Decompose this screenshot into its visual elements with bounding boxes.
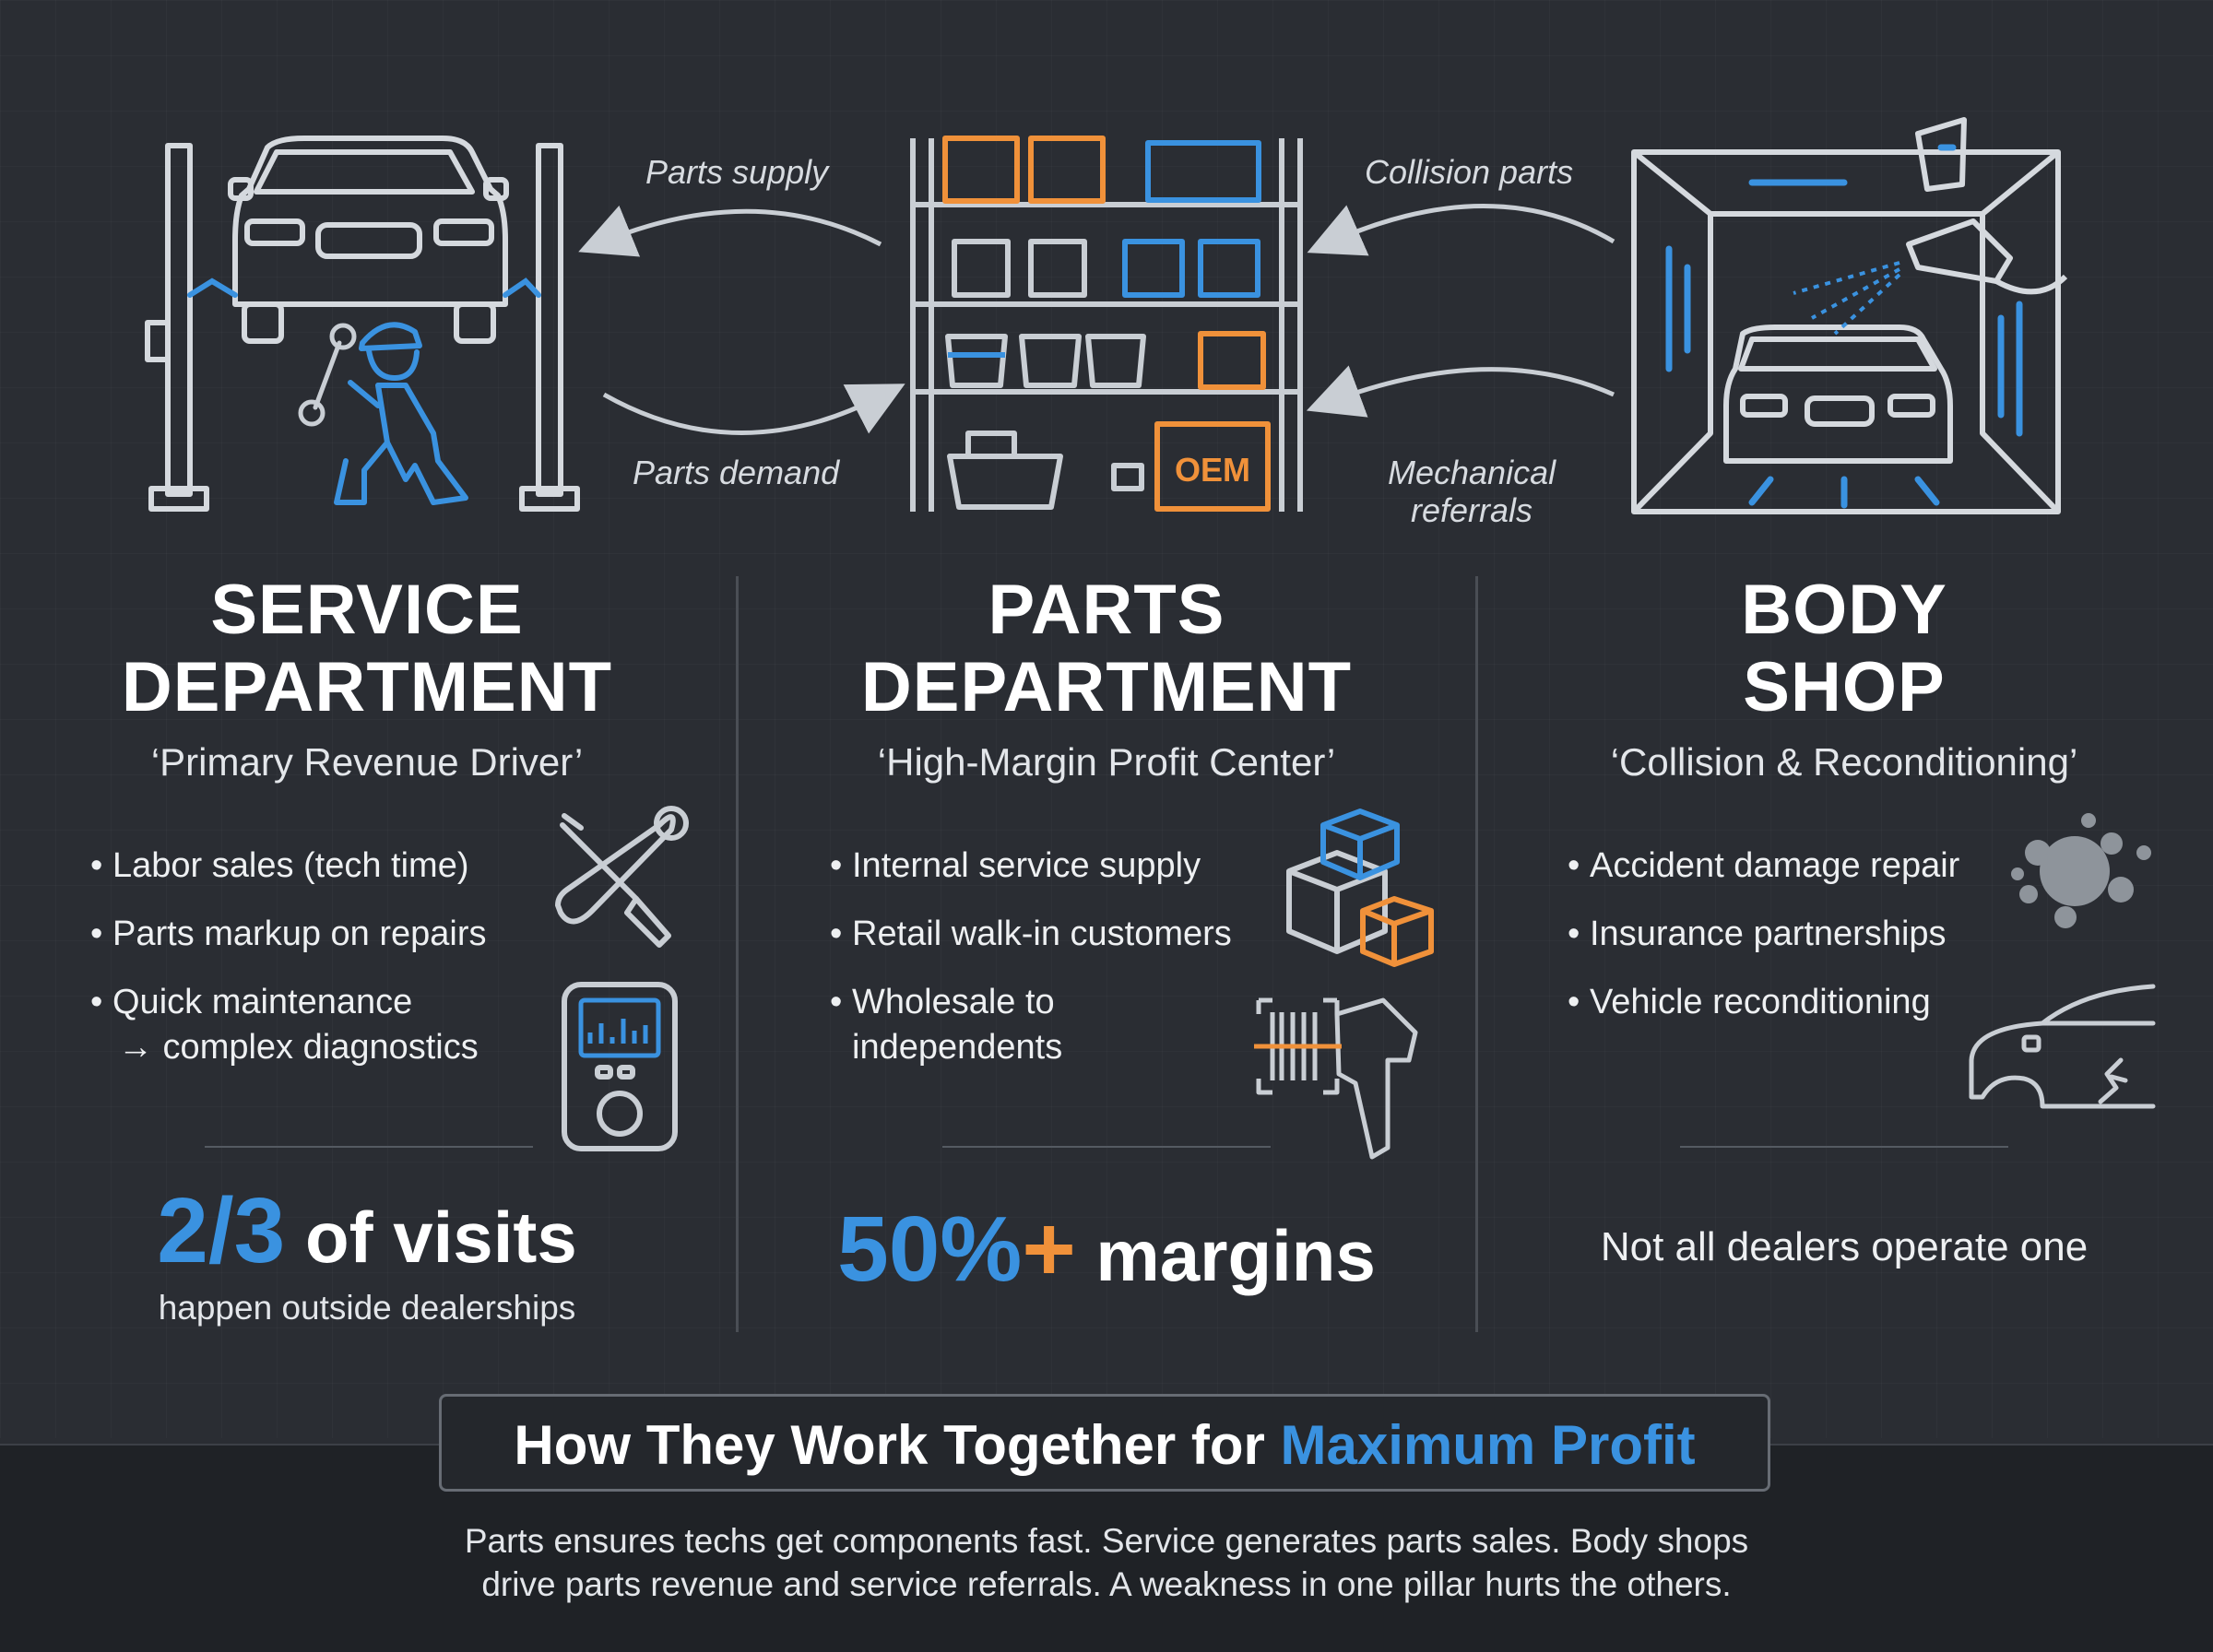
scanner-screen [578, 997, 661, 1058]
parts-bullet-3: Wholesale to [830, 980, 1232, 1024]
parts-supply-arrow [578, 205, 882, 257]
blue-box-icon [1320, 808, 1400, 880]
service-bullet-2: Parts markup on repairs [90, 912, 487, 956]
oem-label: OEM [1175, 451, 1250, 489]
parts-title-2: DEPARTMENT [860, 648, 1353, 726]
service-stat-caption: happen outside dealerships [158, 1289, 576, 1327]
mechanic-icon [334, 322, 468, 505]
body-title-2: SHOP [1743, 648, 1946, 726]
summary-text: Parts ensures techs get components fast.… [277, 1519, 1936, 1606]
summary-text-line-2: drive parts revenue and service referral… [481, 1565, 1732, 1603]
parts-bullet-3-cont: independents [852, 1028, 1063, 1067]
orange-box-icon [1360, 896, 1434, 967]
service-bullet-3-cont: → complex diagnostics [118, 1028, 479, 1067]
wrench-screwdriver-icon [555, 806, 689, 948]
wrench-small-icon [298, 323, 357, 427]
parts-rule [942, 1146, 1271, 1148]
service-subtitle: ‘Primary Revenue Driver’ [150, 740, 584, 784]
service-bullet-1: Labor sales (tech time) [90, 844, 487, 888]
body-bullet-3: Vehicle reconditioning [1568, 980, 1959, 1024]
diagnostic-scanner-icon [562, 982, 678, 1151]
parts-stat-rest: margins [1075, 1215, 1376, 1296]
summary-title-box: How They Work Together for Maximum Profi… [439, 1394, 1770, 1492]
service-column-header: SERVICE DEPARTMENT ‘Primary Revenue Driv… [17, 572, 717, 785]
parts-bullet-2: Retail walk-in customers [830, 912, 1232, 956]
body-title-1: BODY [1741, 571, 1947, 649]
blueprint-background [0, 0, 2213, 1438]
barcode-scanner-icon [1256, 997, 1418, 1160]
summary-text-line-1: Parts ensures techs get components fast.… [464, 1522, 1749, 1560]
body-stat: Not all dealers operate one [1600, 1224, 2089, 1269]
column-divider-1 [736, 576, 739, 1332]
mechanical-referrals-arrow [1306, 365, 1615, 418]
service-stat-fraction: 2/3 [157, 1179, 286, 1282]
damaged-car-icon [1969, 984, 2156, 1109]
service-stat-rest: of visits [285, 1197, 577, 1278]
service-stat: 2/3 of visits [17, 1180, 717, 1309]
blue-boxes [948, 140, 1261, 358]
summary-title-plain: How They Work Together for [514, 1414, 1281, 1476]
spray-dots [1793, 261, 1901, 336]
paint-splat-icon [2011, 813, 2151, 928]
body-bullet-2: Insurance partnerships [1568, 912, 1959, 956]
service-bullet-3: Quick maintenance [90, 980, 487, 1024]
body-bullet-1: Accident damage repair [1568, 844, 1959, 888]
parts-supply-label: Parts supply [645, 153, 829, 191]
column-divider-2 [1475, 576, 1478, 1332]
body-column-header: BODY SHOP ‘Collision & Reconditioning’ [1494, 572, 2195, 785]
body-subtitle: ‘Collision & Reconditioning’ [1610, 740, 2078, 784]
parts-demand-arrow [602, 384, 905, 435]
mechanical-referrals-label-2: referrals [1411, 491, 1533, 529]
service-rule [205, 1146, 533, 1148]
parts-stat-plus: + [1022, 1198, 1076, 1301]
booth-lights [1665, 144, 2023, 509]
parts-stat: 50%+ margins [756, 1198, 1457, 1328]
mechanical-referrals-label-1: Mechanical [1388, 454, 1556, 491]
body-bullets: Accident damage repair Insurance partner… [1568, 844, 1959, 1048]
parts-column-header: PARTS DEPARTMENT ‘High-Margin Profit Cen… [756, 572, 1457, 785]
parts-subtitle: ‘High-Margin Profit Center’ [877, 740, 1336, 784]
paint-booth-icon [1631, 117, 2068, 514]
parts-stat-percent: 50% [837, 1198, 1023, 1301]
body-rule [1680, 1146, 2008, 1148]
service-bullets: Labor sales (tech time) Parts markup on … [90, 844, 487, 1024]
service-title-2: DEPARTMENT [121, 648, 613, 726]
boxes-stack-icon [1286, 850, 1388, 954]
parts-bullets: Internal service supply Retail walk-in c… [830, 844, 1232, 1024]
summary-title-accent: Maximum Profit [1280, 1414, 1696, 1476]
collision-parts-label: Collision parts [1365, 153, 1574, 191]
orange-boxes [942, 136, 1271, 512]
car-lift-icon [145, 136, 580, 512]
parts-title-1: PARTS [988, 571, 1225, 649]
parts-shelf-icon [910, 138, 1303, 512]
service-title-1: SERVICE [210, 571, 524, 649]
parts-bullet-1: Internal service supply [830, 844, 1232, 888]
parts-demand-label: Parts demand [633, 454, 840, 491]
collision-parts-arrow [1307, 204, 1615, 256]
lift-arms [187, 277, 541, 298]
